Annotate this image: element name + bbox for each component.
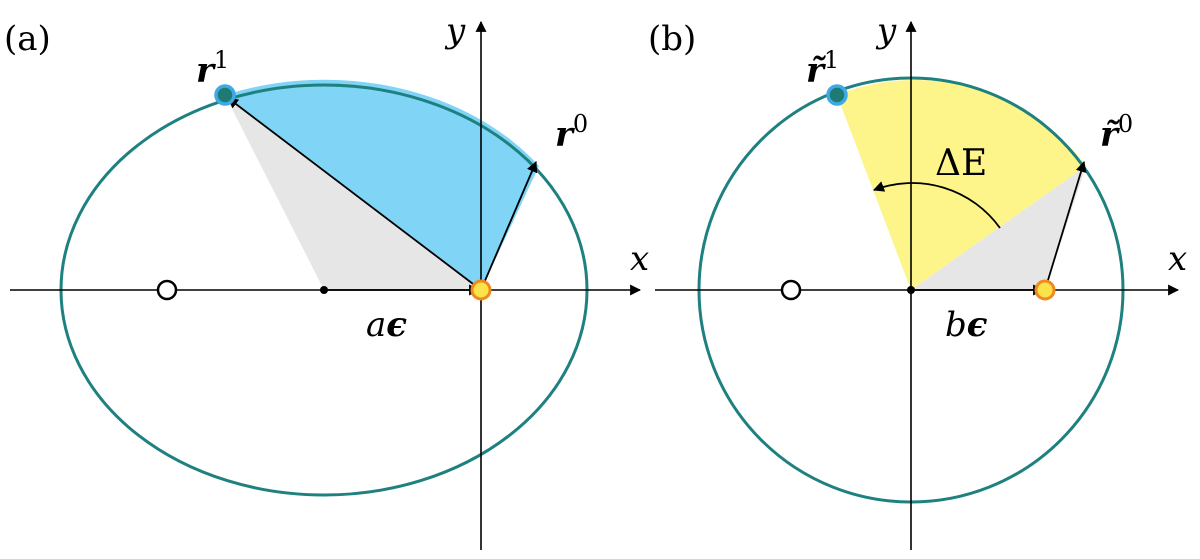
triangle-b	[911, 166, 1086, 290]
x-axis-label-b: x	[1168, 239, 1187, 279]
label-r0-b: r̃0	[1100, 110, 1133, 155]
vector-r1-a	[227, 97, 482, 291]
panel-tag-b: (b)	[648, 19, 696, 59]
focus-point-b	[1034, 279, 1056, 301]
point-r1-b	[826, 84, 848, 106]
y-axis-label-b: y	[875, 11, 897, 51]
center-dot-a	[320, 286, 328, 294]
label-r0-a: r0	[555, 110, 588, 155]
panel-a: (a) y x r1 r0 aϵ	[4, 11, 649, 550]
vector-r0-a	[480, 160, 538, 291]
label-offset-b: bϵ	[945, 305, 988, 345]
label-r1-b: r̃1	[806, 46, 839, 91]
swept-sector-a	[225, 79, 539, 290]
empty-focus-b	[780, 279, 802, 301]
label-r1-a: r1	[196, 46, 229, 91]
swept-sector-b	[837, 79, 1086, 291]
panel-b: (b) y x r̃1 r̃0 ΔE bϵ	[648, 11, 1187, 550]
x-axis-label-a: x	[630, 239, 649, 279]
point-r1-a	[214, 84, 236, 106]
center-dot-b	[907, 286, 915, 294]
focus-point-a	[470, 279, 492, 301]
y-axis-label-a: y	[444, 11, 466, 51]
label-offset-a: aϵ	[366, 305, 407, 345]
label-angle-b: ΔE	[935, 143, 987, 184]
vector-r0-b	[1044, 160, 1087, 291]
angle-arc-b	[872, 181, 1001, 229]
panel-tag-a: (a)	[4, 19, 51, 59]
empty-focus-a	[156, 279, 178, 301]
